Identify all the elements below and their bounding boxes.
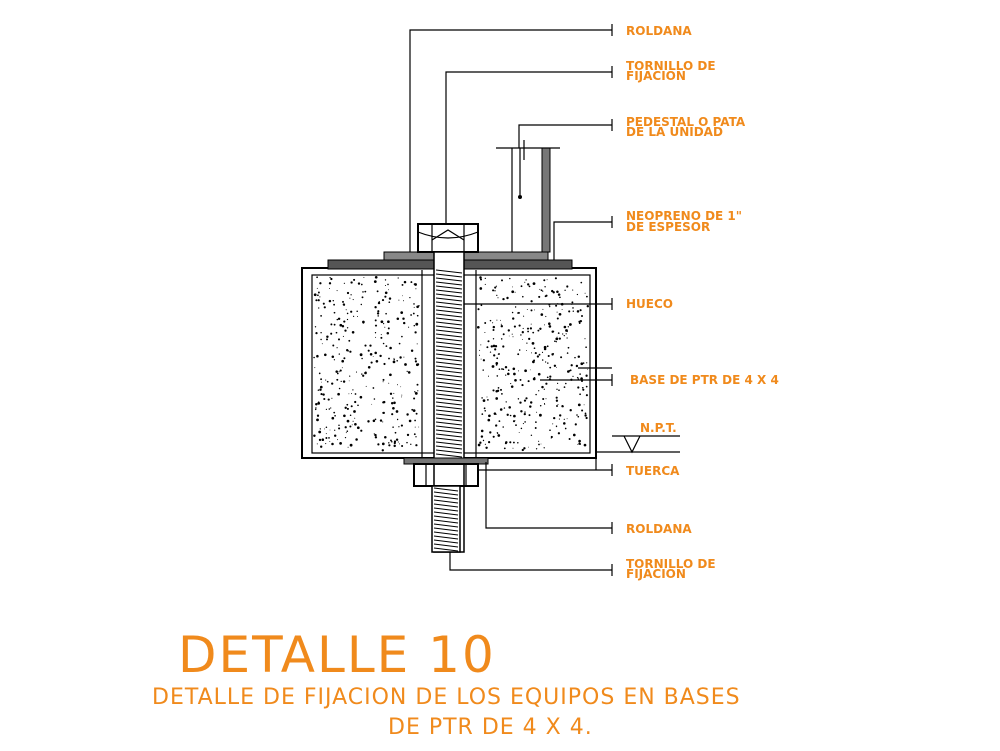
label-tornillo-bottom-line2: FIJACION: [626, 567, 686, 581]
rod-bottom: [431, 485, 461, 553]
label-tuerca: TUERCA: [626, 464, 680, 478]
detail-title: DETALLE 10: [178, 626, 496, 684]
label-roldana-bottom: ROLDANA: [626, 522, 692, 536]
npt-marker: [595, 435, 680, 470]
label-tornillo-top-line1: TORNILLO DE: [626, 59, 716, 73]
label-npt: N.P.T.: [640, 421, 677, 435]
label-hueco: HUECO: [626, 297, 673, 311]
label-pedestal-line2: DE LA UNIDAD: [626, 125, 723, 139]
leader-lines: [409, 24, 613, 576]
detail-subtitle-line2: DE PTR DE 4 X 4.: [388, 715, 593, 740]
label-base: BASE DE PTR DE 4 X 4: [630, 373, 779, 387]
top-nut: [417, 223, 479, 253]
label-pedestal-line1: PEDESTAL O PATA: [626, 115, 746, 129]
pedestal-plate: [496, 140, 560, 253]
rod-threads-lower: [433, 487, 459, 552]
label-tornillo-top-line2: FIJACION: [626, 69, 686, 83]
rod-threads: [435, 269, 463, 458]
concrete-texture: [313, 275, 589, 452]
label-tornillo-bottom-line1: TORNILLO DE: [626, 557, 716, 571]
label-roldana-top: ROLDANA: [626, 24, 692, 38]
label-neopreno-line1: NEOPRENO DE 1": [626, 209, 742, 223]
label-neopreno-line2: DE ESPESOR: [626, 220, 710, 234]
detail-subtitle-line1: DETALLE DE FIJACION DE LOS EQUIPOS EN BA…: [152, 685, 741, 710]
